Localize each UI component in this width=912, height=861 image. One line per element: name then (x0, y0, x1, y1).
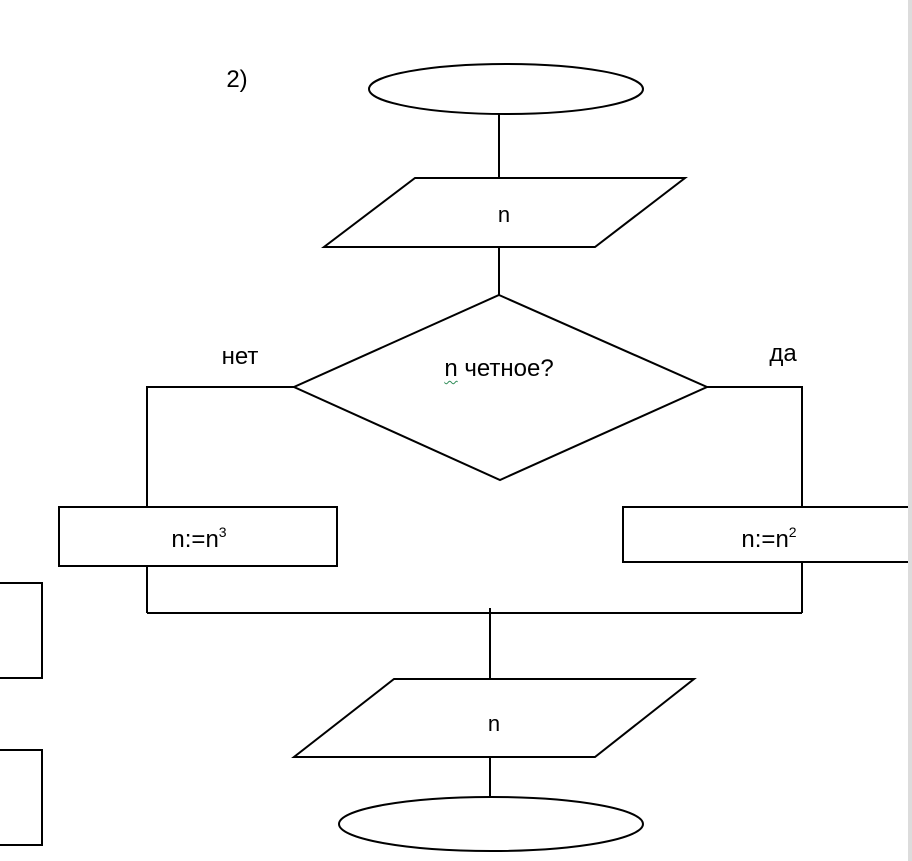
output-parallelogram (291, 678, 697, 758)
partial-box-left-lower (0, 749, 43, 846)
process-no-base: n:=n (171, 526, 219, 553)
process-yes-base: n:=n (741, 526, 789, 553)
condition-variable: n (444, 355, 458, 382)
process-no-label: n:=n3 (171, 524, 227, 554)
process-no-exponent: 3 (218, 524, 227, 540)
process-yes-exponent: 2 (788, 524, 797, 540)
output-label: n (487, 711, 501, 736)
end-terminator (338, 796, 644, 852)
process-yes-label: n:=n2 (741, 524, 797, 554)
connector-yes-branch (707, 386, 803, 507)
process-no-box (58, 506, 338, 567)
condition-text: четное? (457, 355, 554, 382)
partial-box-left-upper (0, 582, 43, 679)
connector-no-branch (146, 386, 294, 507)
process-yes-box (622, 506, 912, 563)
decision-diamond (291, 293, 710, 482)
branch-yes-label: да (769, 340, 797, 367)
diagram-number: 2) (226, 66, 248, 93)
branch-no-label: нет (221, 343, 259, 370)
start-terminator (368, 63, 644, 115)
input-parallelogram (321, 177, 688, 248)
page-edge (908, 0, 912, 861)
condition-label: n четное? (444, 355, 553, 383)
input-label: n (497, 202, 511, 227)
